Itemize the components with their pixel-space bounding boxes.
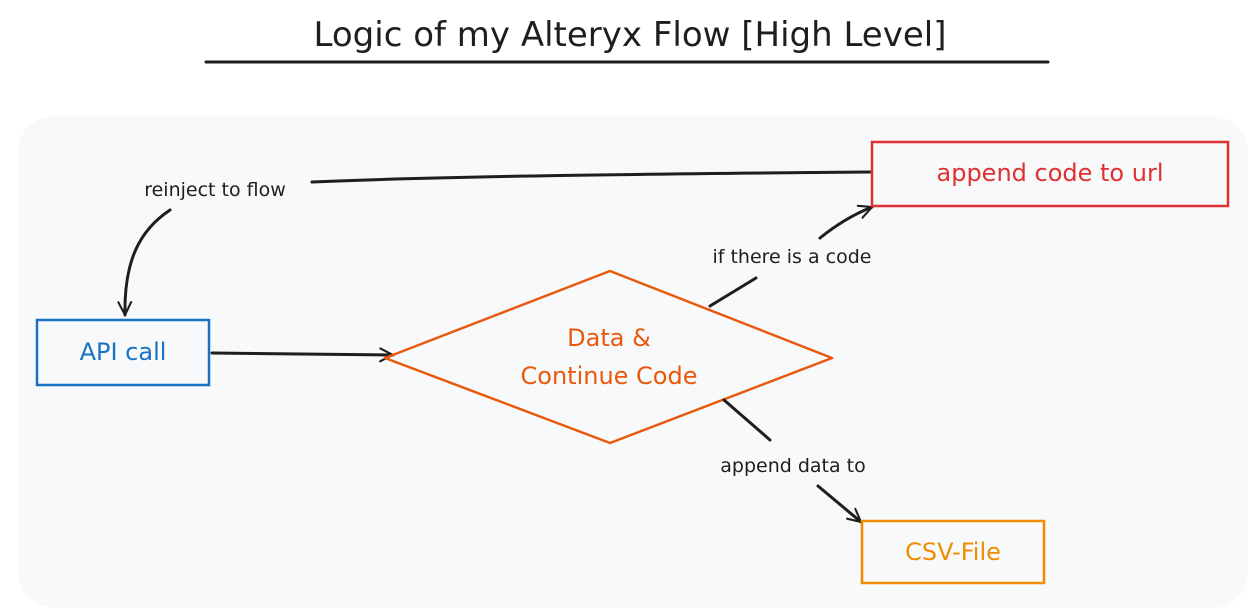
node-csv-file-label: CSV-File xyxy=(905,538,1001,566)
node-append-code[interactable] xyxy=(870,140,1230,208)
edge-append-data-lower xyxy=(816,484,863,524)
edge-api-to-decision xyxy=(210,347,395,363)
node-api-call-label: API call xyxy=(80,338,167,366)
node-api-call[interactable] xyxy=(35,318,211,387)
node-decision[interactable] xyxy=(383,269,834,445)
edge-if-code-lower xyxy=(708,276,758,308)
diagram-title: Logic of my Alteryx Flow [High Level] xyxy=(314,15,947,55)
edge-label-reinject: reinject to flow xyxy=(144,179,286,201)
edge-reinject-down xyxy=(117,208,172,317)
node-append-code-label: append code to url xyxy=(937,159,1164,187)
node-decision-line2: Continue Code xyxy=(521,362,698,390)
edge-append-data-upper xyxy=(722,398,772,442)
edge-label-if-code: if there is a code xyxy=(712,246,871,268)
canvas-panel xyxy=(18,116,1248,608)
edge-label-append-data: append data to xyxy=(720,455,866,477)
edge-if-code-upper xyxy=(818,204,874,240)
edge-reinject xyxy=(310,170,872,184)
node-decision-line1: Data & xyxy=(567,324,651,352)
node-csv-file[interactable] xyxy=(860,519,1046,585)
